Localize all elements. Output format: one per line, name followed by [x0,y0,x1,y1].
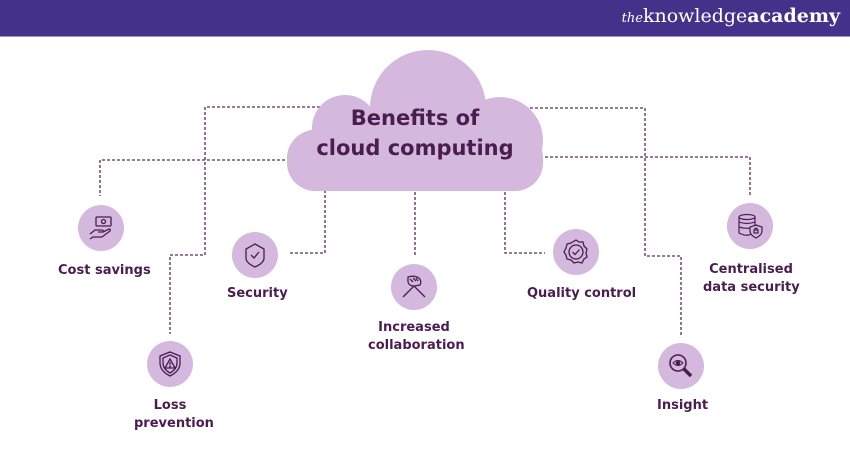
quality-control-circle [553,229,599,275]
shield-warning-icon [159,351,181,377]
diagram-title: Benefits of cloud computing [300,103,530,163]
security-circle [232,232,278,278]
connector-quality-control [504,192,545,254]
connector-cost-savings [99,159,290,196]
connector-security [288,190,326,254]
connector-centralised [540,156,751,196]
centralised-label: Centralised data security [703,261,800,297]
shield-check-icon [245,243,265,268]
cost-savings-label: Cost savings [58,263,151,278]
centralised-circle [727,203,773,249]
centralised-label-line-1: Centralised [709,262,793,277]
brand-suffix: academy [747,5,840,27]
connector-insight [525,107,682,336]
magnifier-eye-icon [669,354,693,378]
money-hand-icon [89,216,112,240]
collaboration-label: Increased collaboration [368,319,465,355]
security-label: Security [227,286,288,301]
loss-prevention-label: Loss prevention [134,397,214,433]
insight-circle [658,343,704,389]
brand-main: knowledge [642,5,748,27]
loss-prevention-label-line-1: Loss [153,398,187,413]
insight-label: Insight [657,398,709,413]
header-bar: theknowledgeacademy [0,0,850,37]
database-lock-icon [738,213,763,239]
loss-prevention-circle [147,341,193,387]
cost-savings-circle [78,205,124,251]
centralised-label-line-2: data security [703,280,800,295]
connector-loss-prevention [169,106,325,334]
cloud-shape [287,50,543,191]
badge-check-icon [563,239,588,264]
quality-control-label: Quality control [527,286,637,301]
collaboration-label-line-1: Increased [378,320,450,335]
brand-prefix: the [621,11,643,26]
title-line-2: cloud computing [316,136,514,160]
loss-prevention-label-line-2: prevention [134,416,214,431]
title-line-1: Benefits of [350,106,480,130]
collaboration-circle [391,264,437,310]
brand-logo: theknowledgeacademy [622,5,840,27]
collaboration-label-line-2: collaboration [368,338,465,353]
handshake-icon [402,275,426,298]
